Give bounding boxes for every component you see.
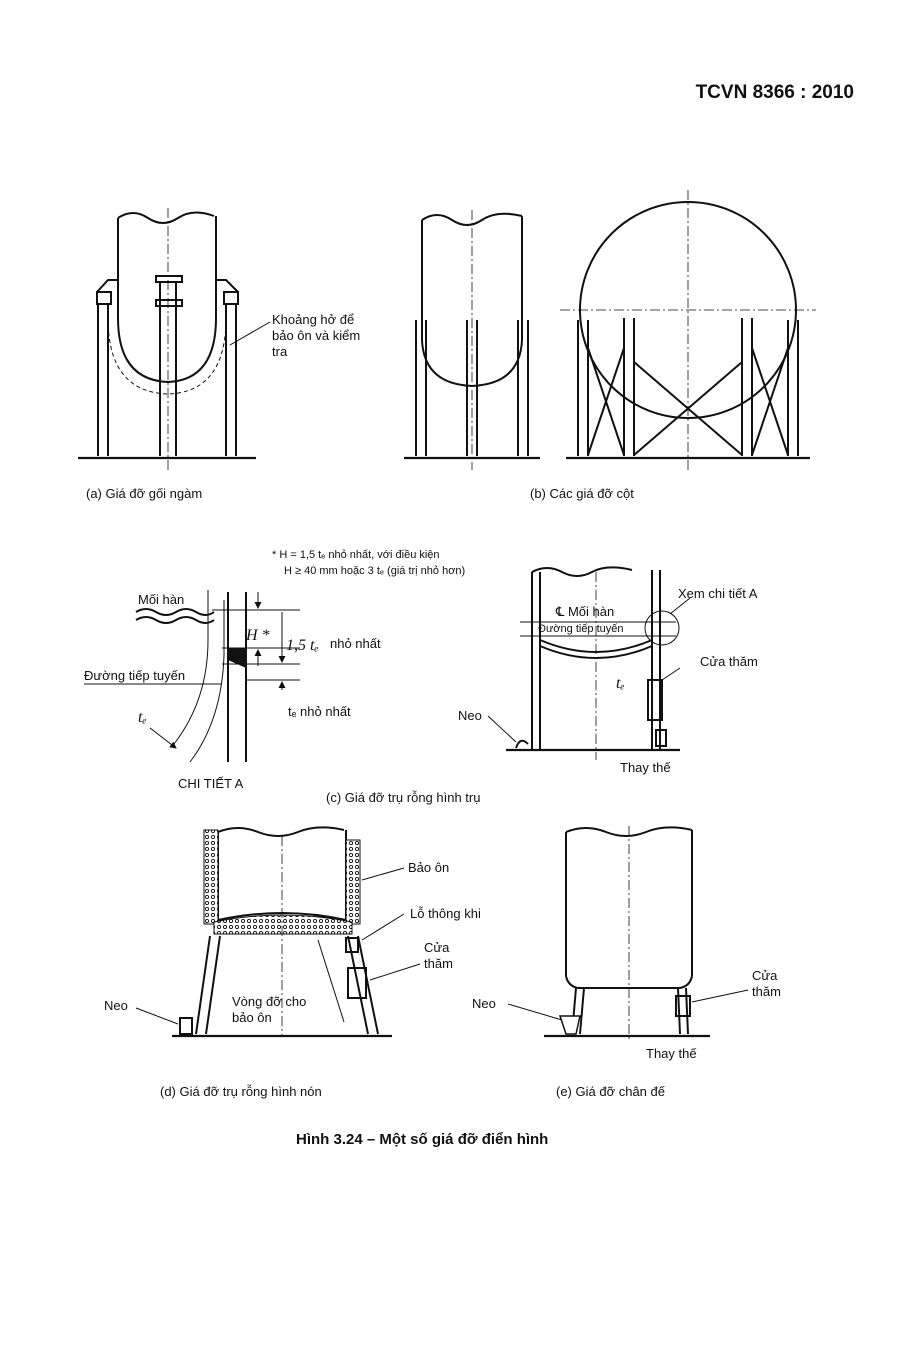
tangent-label-small: Đường tiếp tuyến (538, 623, 624, 635)
manhole-label-e-1: Cửa (752, 968, 778, 983)
manhole-label-c: Cửa thăm (700, 654, 758, 669)
min-label: nhỏ nhất (330, 636, 381, 651)
tangent-label: Đường tiếp tuyến (84, 668, 185, 683)
manhole-label-d-2: thăm (424, 956, 453, 971)
caption-a: (a) Giá đỡ gối ngàm (86, 486, 202, 501)
figure-a-skirt-support: Khoảng hở để bảo ôn và kiểm tra (a) Giá … (78, 208, 360, 501)
manhole-label-e-2: thăm (752, 984, 781, 999)
figure-e-leg-support: Cửa thăm Neo Thay thế (e) Giá đỡ chân đế (472, 826, 781, 1099)
h-symbol: H * (245, 627, 270, 644)
ring-label-1: Vòng đỡ cho (232, 994, 306, 1009)
caption-c: (c) Giá đỡ trụ rỗng hình trụ (326, 790, 480, 805)
alternative-label-c: Thay thế (620, 760, 671, 775)
gap-label-line-2: bảo ôn và kiểm (272, 328, 360, 343)
manhole-label-d-1: Cửa (424, 940, 450, 955)
ring-label-2: bảo ôn (232, 1010, 272, 1025)
anchor-label-e: Neo (472, 996, 496, 1011)
te-symbol-detail: tₑ (138, 709, 147, 726)
weld-cl-label: ℄ Mối hàn (555, 604, 614, 619)
anchor-label-d: Neo (104, 998, 128, 1013)
caption-e: (e) Giá đỡ chân đế (556, 1084, 666, 1099)
gap-label-line-1: Khoảng hở để (272, 312, 354, 327)
detail-a: Mối hàn Đường tiếp tuyến H * 1,5 tₑ nhỏ … (84, 590, 381, 791)
anchor-label-c: Neo (458, 708, 482, 723)
note-line-1: * H = 1,5 tₑ nhỏ nhất, với điều kiện (272, 549, 440, 561)
see-detail-label: Xem chi tiết A (678, 586, 758, 601)
figure-c-cylindrical-skirt: * H = 1,5 tₑ nhỏ nhất, với điều kiện H ≥… (84, 549, 758, 805)
caption-b: (b) Các giá đỡ cột (530, 486, 634, 501)
document-code: TCVN 8366 : 2010 (695, 82, 854, 103)
weld-label: Mối hàn (138, 592, 184, 607)
detail-a-label: CHI TIẾT A (178, 776, 244, 791)
note-line-2: H ≥ 40 mm hoặc 3 tₑ (giá trị nhỏ hơn) (284, 565, 465, 577)
te-min-label: tₑ nhỏ nhất (288, 704, 351, 719)
alternative-label-e: Thay thế (646, 1046, 697, 1061)
figure-b-column-supports: (b) Các giá đỡ cột (404, 190, 816, 501)
insulation-label: Bảo ôn (408, 860, 449, 875)
caption-d: (d) Giá đỡ trụ rỗng hình nón (160, 1084, 322, 1099)
te-symbol-main: tₑ (616, 675, 625, 692)
figure-title: Hình 3.24 – Một số giá đỡ điển hình (296, 1131, 548, 1148)
gap-label-line-3: tra (272, 344, 288, 359)
one-half-te: 1,5 tₑ (286, 637, 319, 654)
vent-label: Lỗ thông khi (410, 906, 481, 921)
figure-d-conical-skirt: Bảo ôn Lỗ thông khi Cửa thăm Vòng đỡ cho… (104, 826, 481, 1099)
